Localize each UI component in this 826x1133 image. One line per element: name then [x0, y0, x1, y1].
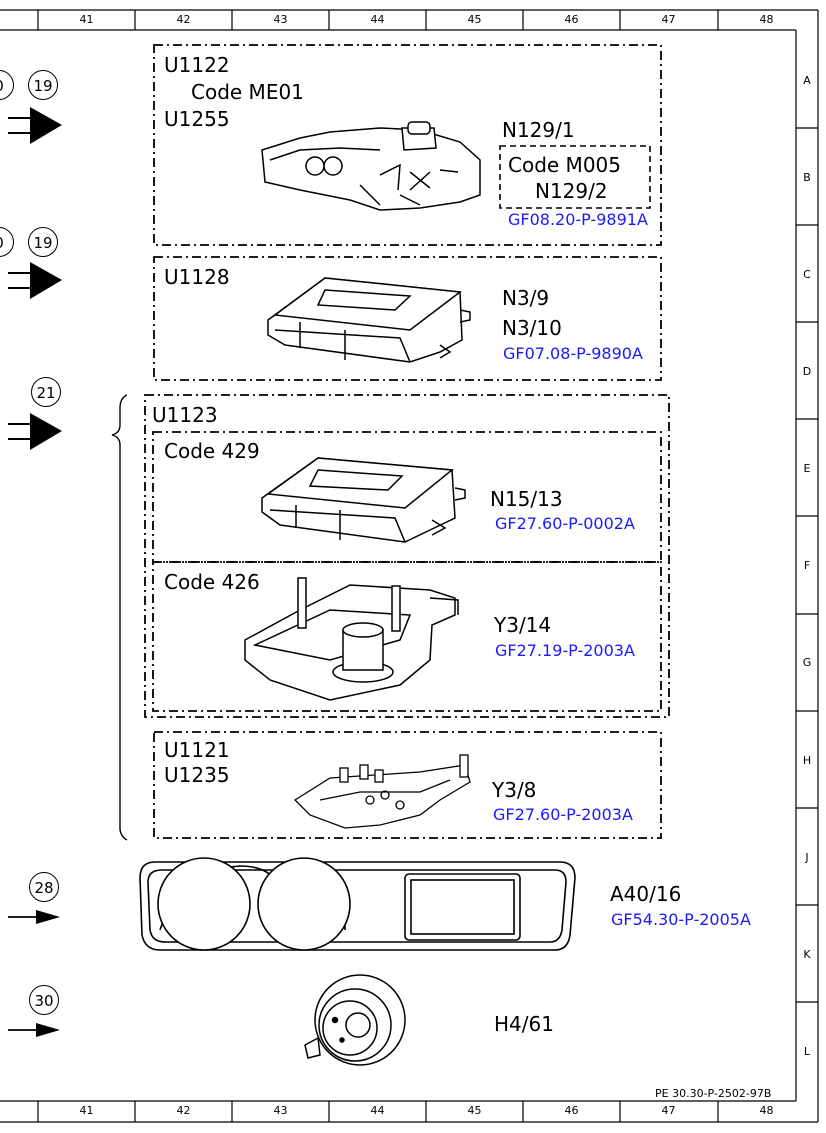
- code-u1255: U1255: [164, 107, 230, 131]
- marker-19-middle[interactable]: 19: [28, 227, 58, 257]
- marker-19-top[interactable]: 19: [28, 70, 58, 100]
- ref-gf27-60-2003[interactable]: GF27.60-P-2003A: [493, 805, 633, 824]
- column-label-42-bottom: 42: [176, 1104, 191, 1117]
- code-u1121: U1121: [164, 738, 230, 762]
- code-me01: Code ME01: [191, 80, 304, 104]
- marker-30[interactable]: 30: [29, 985, 59, 1015]
- row-label-e: E: [803, 462, 811, 475]
- document-id: PE 30.30-P-2502-97B: [655, 1087, 772, 1100]
- ref-gf27-19[interactable]: GF27.19-P-2003A: [495, 641, 635, 660]
- row-label-a: A: [803, 74, 811, 87]
- ref-gf08-20[interactable]: GF08.20-P-9891A: [508, 210, 648, 229]
- row-label-g: G: [802, 656, 812, 669]
- column-label-44: 44: [370, 13, 385, 26]
- column-label-45-bottom: 45: [467, 1104, 482, 1117]
- group-box-u1123: [144, 394, 670, 718]
- valve-plate-y3-8-drawing: [293, 754, 471, 829]
- part-n15-13: N15/13: [490, 487, 563, 511]
- control-unit-n3-drawing: [267, 277, 471, 363]
- column-label-43: 43: [273, 13, 288, 26]
- group-brace: [111, 394, 128, 841]
- row-label-l: L: [803, 1045, 811, 1058]
- arrow-small-28: [8, 910, 60, 924]
- part-y3-8: Y3/8: [492, 778, 537, 802]
- code-u1123: U1123: [152, 403, 218, 427]
- control-unit-n129-drawing: [261, 121, 481, 211]
- row-label-h: H: [802, 754, 812, 767]
- ref-gf54-30[interactable]: GF54.30-P-2005A: [611, 910, 751, 929]
- horn-drawing: [304, 974, 406, 1066]
- group-box-code-m005: [499, 145, 651, 209]
- code-m005: Code M005: [508, 153, 621, 177]
- code-u1128: U1128: [164, 265, 230, 289]
- row-label-c: C: [803, 268, 811, 281]
- arrow-small-30: [8, 1023, 60, 1037]
- column-label-43-bottom: 43: [273, 1104, 288, 1117]
- part-n129-1: N129/1: [502, 118, 575, 142]
- code-u1235: U1235: [164, 763, 230, 787]
- column-label-45: 45: [467, 13, 482, 26]
- marker-21[interactable]: 21: [31, 377, 61, 407]
- part-a40-16: A40/16: [610, 882, 682, 906]
- control-unit-n15-drawing: [261, 457, 466, 543]
- arrow-big-3: [8, 413, 62, 450]
- column-label-46: 46: [564, 13, 579, 26]
- instrument-cluster-drawing: [139, 857, 576, 951]
- row-label-b: B: [803, 171, 811, 184]
- group-box-u1122: [153, 44, 662, 246]
- column-label-41: 41: [79, 13, 94, 26]
- part-y3-14: Y3/14: [494, 613, 552, 637]
- column-label-48-bottom: 48: [759, 1104, 774, 1117]
- part-n3-9: N3/9: [502, 286, 550, 310]
- column-label-46-bottom: 46: [564, 1104, 579, 1117]
- group-box-u1121: [153, 731, 662, 839]
- column-label-47: 47: [661, 13, 676, 26]
- column-label-48: 48: [759, 13, 774, 26]
- row-label-d: D: [802, 365, 812, 378]
- marker-28[interactable]: 28: [29, 872, 59, 902]
- group-box-code-429: [152, 431, 662, 563]
- row-label-k: K: [803, 948, 811, 961]
- part-h4-61: H4/61: [494, 1012, 554, 1036]
- part-n3-10: N3/10: [502, 316, 562, 340]
- group-box-code-426: [152, 561, 662, 712]
- code-426: Code 426: [164, 570, 260, 594]
- group-box-u1128: [153, 256, 662, 381]
- column-label-44-bottom: 44: [370, 1104, 385, 1117]
- part-n129-2: N129/2: [535, 179, 608, 203]
- column-label-41-bottom: 41: [79, 1104, 94, 1117]
- ref-gf27-60-0002[interactable]: GF27.60-P-0002A: [495, 514, 635, 533]
- row-label-f: F: [803, 559, 811, 572]
- arrow-big-2: [8, 262, 62, 299]
- row-label-j: J: [805, 851, 809, 864]
- column-label-42: 42: [176, 13, 191, 26]
- valve-body-y3-14-drawing: [244, 577, 459, 701]
- arrow-big-1: [8, 107, 62, 144]
- ref-gf07-08[interactable]: GF07.08-P-9890A: [503, 344, 643, 363]
- code-429: Code 429: [164, 439, 260, 463]
- code-u1122: U1122: [164, 53, 230, 77]
- column-label-47-bottom: 47: [661, 1104, 676, 1117]
